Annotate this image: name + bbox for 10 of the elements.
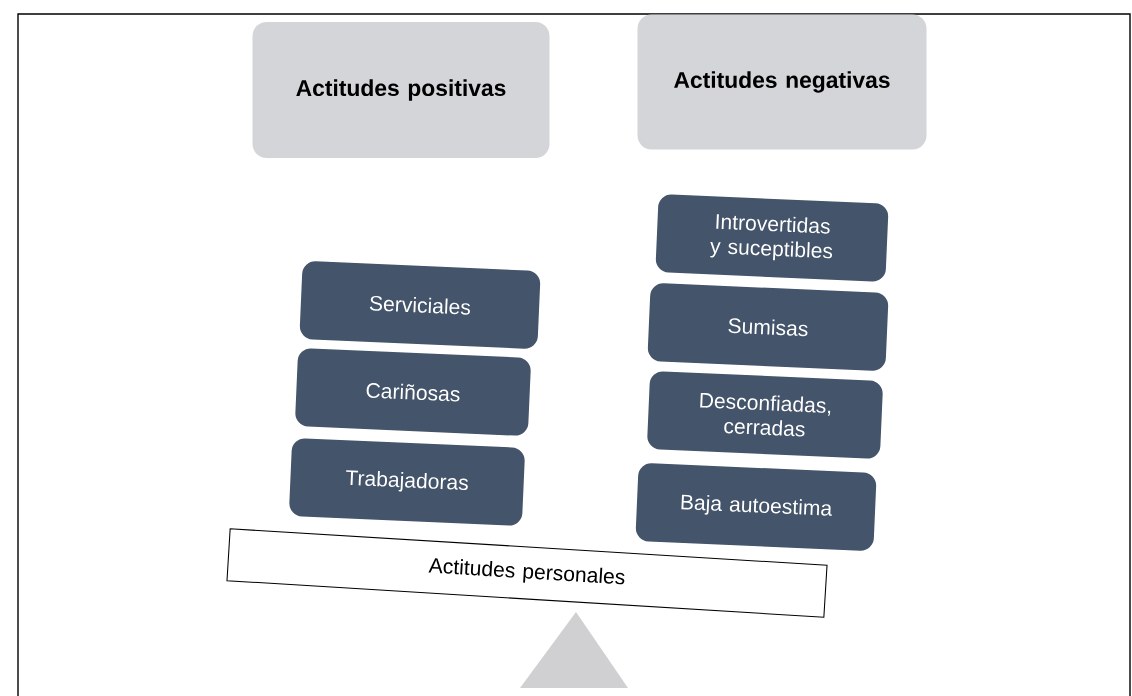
balance-beam: Actitudes personales (226, 528, 828, 618)
attitude-box: Serviciales (298, 259, 542, 351)
category-box: Actitudes positivas (252, 22, 550, 158)
category-box: Actitudes negativas (637, 14, 927, 150)
attitude-box: Cariñosas (293, 346, 533, 438)
attitude-box: Desconfiadas, cerradas (645, 369, 885, 461)
attitude-box: Baja autoestima (634, 461, 878, 553)
attitude-box: Sumisas (646, 281, 890, 373)
attitude-box: Introvertidas y suceptibles (654, 192, 890, 284)
attitude-box: Trabajadoras (287, 436, 527, 528)
